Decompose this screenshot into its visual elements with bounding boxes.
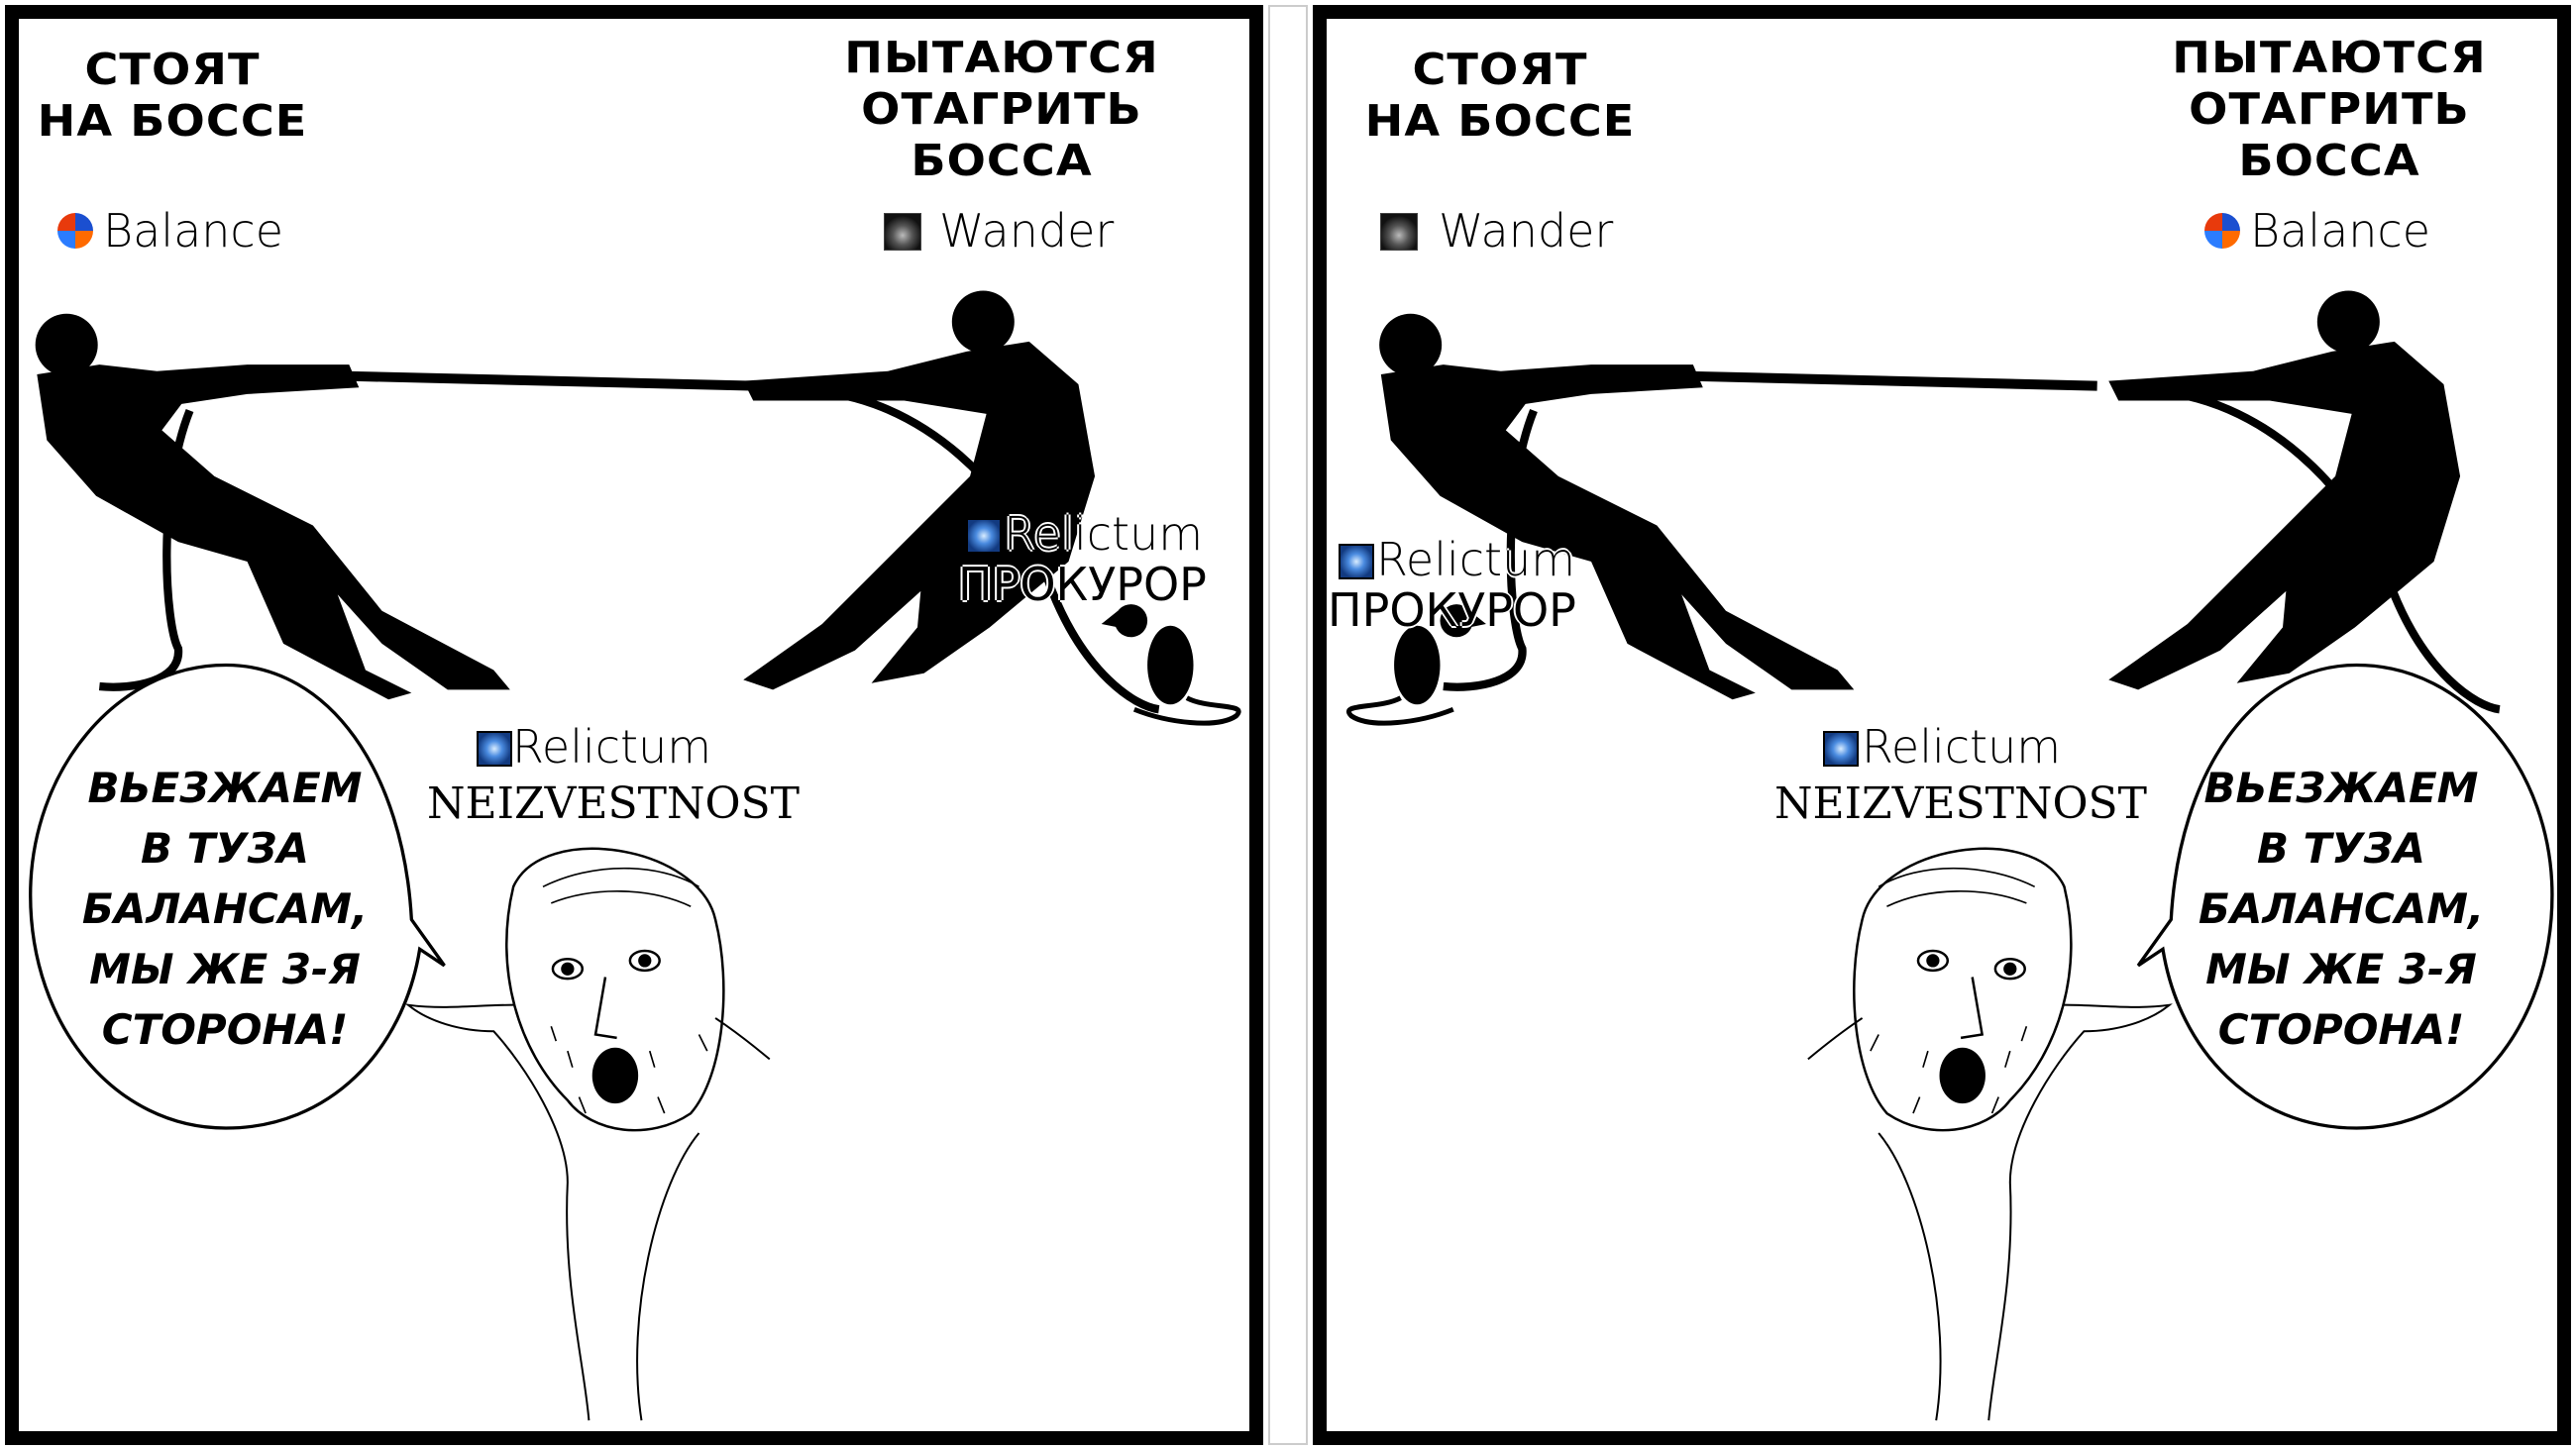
rat-player-name: ПРОКУРОР — [1328, 583, 1576, 637]
comic-panel-left: СТОЯТ НА БОССЕ ПЫТАЮТСЯ ОТАГРИТЬ БОССА B… — [5, 5, 1263, 1445]
header-line: НА БОССЕ — [1364, 96, 1636, 147]
rat-guild-label: Relictum — [1376, 533, 1576, 586]
wojak-pointing — [1806, 847, 2171, 1422]
header-line: ПЫТАЮТСЯ — [844, 33, 1159, 83]
speech-line: СТОРОНА! — [2217, 1005, 2465, 1054]
speech-line: БАЛАНСАМ, — [2198, 884, 2485, 933]
rat-guild-label: Relictum — [1004, 507, 1204, 561]
speech-text: ВЬЕЗЖАЕМ В ТУЗА БАЛАНСАМ, МЫ ЖЕ 3-Я СТОР… — [19, 758, 433, 1060]
rat-silhouette — [1102, 604, 1239, 723]
wojak-guild-label: Relictum — [512, 720, 712, 774]
wander-guild-icon — [884, 213, 921, 251]
speech-line: СТОРОНА! — [101, 1005, 349, 1054]
speech-line: ВЬЕЗЖАЕМ — [87, 764, 363, 812]
speech-line: В ТУЗА — [2256, 824, 2425, 873]
speech-line: В ТУЗА — [140, 824, 309, 873]
wojak-guild-label: Relictum — [1862, 720, 2062, 774]
header-line: ОТАГРИТЬ — [861, 84, 1142, 135]
speech-line: БАЛАНСАМ, — [81, 884, 369, 933]
relictum-guild-icon — [1339, 544, 1374, 579]
relictum-guild-icon — [477, 731, 512, 767]
left-team-name: Balance — [103, 204, 284, 258]
speech-line: ВЬЕЗЖАЕМ — [2203, 764, 2479, 812]
wojak-pointing — [406, 847, 772, 1422]
left-puller-silhouette — [36, 314, 510, 700]
wojak-player-name: NEIZVESTNOST — [1774, 778, 2148, 829]
relictum-guild-icon — [966, 518, 1002, 554]
right-team-name: Balance — [2250, 204, 2431, 258]
header-line: СТОЯТ — [1412, 45, 1588, 95]
wojak-player-name: NEIZVESTNOST — [427, 778, 801, 829]
speech-text: ВЬЕЗЖАЕМ В ТУЗА БАЛАНСАМ, МЫ ЖЕ 3-Я СТОР… — [2133, 758, 2549, 1060]
comic-panel-right: СТОЯТ НА БОССЕ ПЫТАЮТСЯ ОТАГРИТЬ БОССА W… — [1313, 5, 2571, 1445]
header-line: СТОЯТ — [84, 45, 261, 95]
rat-player-name: ПРОКУРОР — [958, 558, 1207, 611]
header-line: НА БОССЕ — [37, 96, 308, 147]
panel-divider — [1268, 5, 1308, 1445]
right-header: ПЫТАЮТСЯ ОТАГРИТЬ БОССА — [773, 33, 1231, 187]
speech-line: МЫ ЖЕ 3-Я — [2205, 945, 2477, 993]
header-line: БОССА — [911, 136, 1093, 186]
right-puller-silhouette — [743, 290, 1096, 690]
header-line: ПЫТАЮТСЯ — [2172, 33, 2487, 83]
balance-guild-icon — [2204, 213, 2240, 249]
balance-guild-icon — [57, 213, 93, 249]
relictum-guild-icon — [1823, 731, 1859, 767]
left-puller-silhouette — [1379, 314, 1854, 700]
header-line: ОТАГРИТЬ — [2189, 84, 2470, 135]
left-header: СТОЯТ НА БОССЕ — [1327, 45, 1729, 148]
left-header: СТОЯТ НА БОССЕ — [19, 45, 401, 148]
speech-line: МЫ ЖЕ 3-Я — [89, 945, 361, 993]
left-team-name: Wander — [1439, 204, 1614, 258]
right-team-name: Wander — [939, 204, 1115, 258]
right-header: ПЫТАЮТСЯ ОТАГРИТЬ БОССА — [2100, 33, 2557, 187]
header-line: БОССА — [2238, 136, 2420, 186]
wander-guild-icon — [1380, 213, 1418, 251]
